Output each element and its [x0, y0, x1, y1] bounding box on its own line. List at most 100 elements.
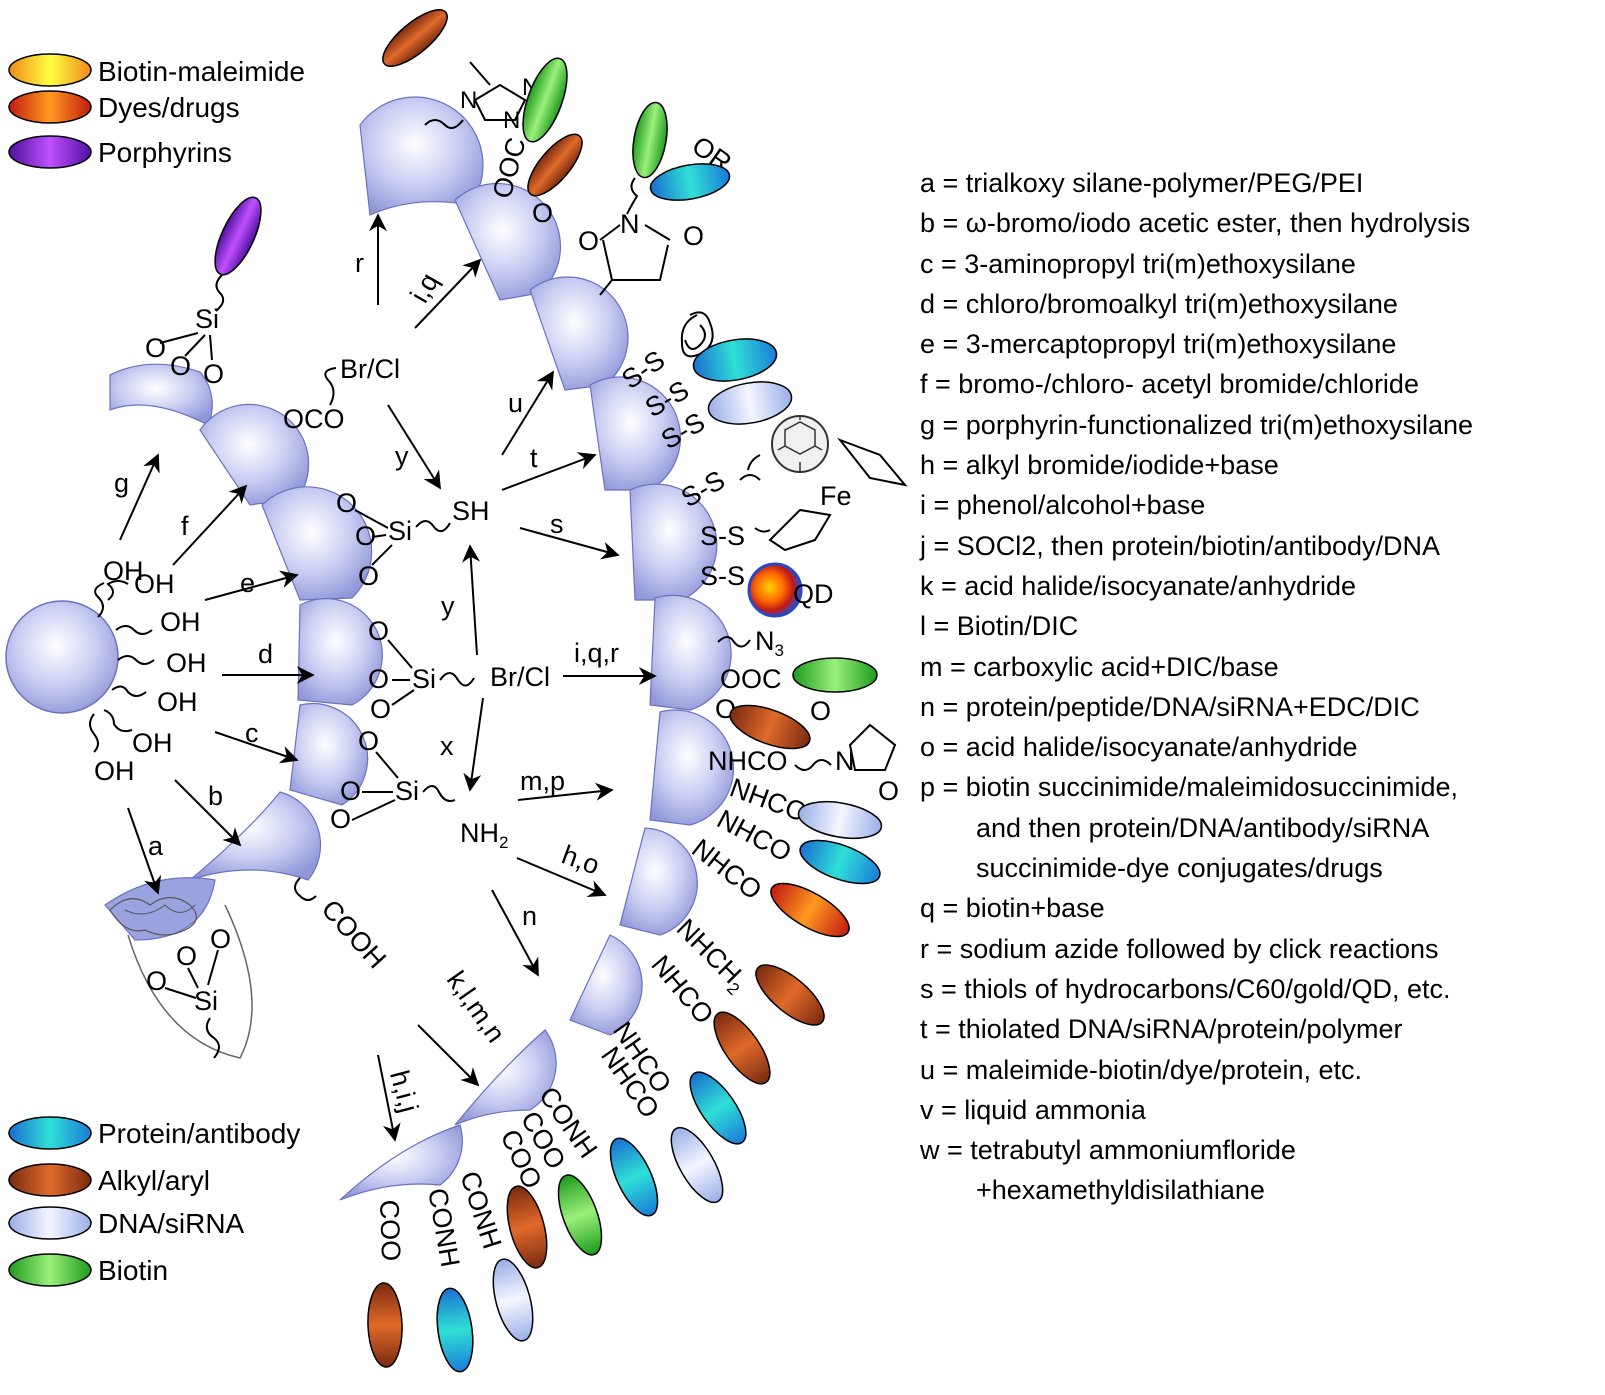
- arrow-label-n: n: [522, 901, 537, 931]
- arrow-label-a: a: [148, 831, 164, 861]
- reagent-b: b = ω-bromo/iodo acetic ester, then hydr…: [920, 208, 1471, 239]
- reagent-e: e = 3-mercaptopropyl tri(m)ethoxysilane: [920, 329, 1397, 360]
- arrow-label-g: g: [114, 468, 129, 498]
- o-atom: O: [370, 694, 391, 724]
- reagent-p-cont: and then protein/DNA/antibody/siRNA: [976, 812, 1430, 843]
- o-atom: O: [878, 776, 899, 806]
- inner-shell: [104, 363, 383, 1059]
- reagent-w: w = tetrabutyl ammoniumfloride: [920, 1135, 1296, 1166]
- reagent-u: u = maleimide-biotin/dye/protein, etc.: [920, 1054, 1362, 1085]
- dye-tag: [770, 882, 850, 938]
- sh-group: SH: [452, 496, 490, 526]
- arrow-label-u: u: [508, 388, 523, 418]
- reagent-i: i = phenol/alcohol+base: [920, 490, 1206, 521]
- conh-group: CONH: [422, 1186, 465, 1270]
- n-atom: N: [835, 746, 855, 776]
- arrow-label-y: y: [441, 591, 455, 621]
- protein-tag: [692, 338, 778, 382]
- reagent-l: l = Biotin/DIC: [920, 611, 1079, 642]
- o-atom: O: [170, 351, 191, 381]
- reagent-q: q = biotin+base: [920, 893, 1105, 924]
- alkyl-tag: [729, 704, 811, 750]
- biotin-tag: [632, 101, 668, 179]
- reagent-s: s = thiols of hydrocarbons/C60/gold/QD, …: [920, 973, 1451, 1004]
- protein-tag: [649, 163, 731, 201]
- legend-label: Biotin-maleimide: [98, 56, 305, 87]
- o-atom: O: [578, 226, 599, 256]
- reagent-k: k = acid halide/isocyanate/anhydride: [920, 570, 1357, 601]
- arrow-label-x: x: [440, 731, 454, 761]
- reagent-g: g = porphyrin-functionalized tri(m)ethox…: [920, 409, 1474, 440]
- reagent-h: h = alkyl bromide/iodide+base: [920, 450, 1279, 481]
- arrow-label-ho: h,o: [558, 839, 604, 880]
- legend-swatch-dna: [8, 1206, 92, 1240]
- alkyl-tag: [527, 133, 583, 197]
- reagent-v: v = liquid ammonia: [920, 1094, 1146, 1125]
- reagent-o: o = acid halide/isocyanate/anhydride: [920, 732, 1358, 763]
- si-atom: Si: [194, 986, 218, 1016]
- reagent-m: m = carboxylic acid+DIC/base: [920, 651, 1279, 682]
- nh2-group: NH2: [460, 818, 508, 852]
- arrow-label-iqr: i,q,r: [574, 638, 619, 668]
- o-atom: O: [340, 776, 361, 806]
- protein-tag: [799, 839, 881, 885]
- o-atom: O: [358, 561, 379, 591]
- porphyrin-tag: [214, 196, 262, 276]
- o-atom: O: [368, 616, 389, 646]
- protein-tag: [689, 1071, 747, 1145]
- o-atom: O: [532, 198, 553, 228]
- legend-swatch-biotin: [8, 1253, 92, 1287]
- legend-label: DNA/siRNA: [98, 1208, 245, 1239]
- legend-label: Protein/antibody: [98, 1118, 300, 1149]
- quantum-dot: [747, 562, 803, 618]
- legend-label: Dyes/drugs: [98, 92, 240, 123]
- legend-swatch-porphyrins: [8, 135, 92, 169]
- oco-group: OCO: [283, 404, 345, 434]
- reagent-w-cont: +hexamethyldisilathiane: [976, 1175, 1265, 1206]
- n3-group: N3: [755, 626, 784, 660]
- arrow-label-t: t: [530, 443, 538, 473]
- reagent-p-cont: succinimide-dye conjugates/drugs: [976, 853, 1383, 884]
- dna-tag: [797, 800, 883, 840]
- legend-label: Biotin: [98, 1255, 168, 1286]
- o-atom: O: [203, 359, 224, 389]
- reagent-n: n = protein/peptide/DNA/siRNA+EDC/DIC: [920, 691, 1420, 722]
- dna-tag: [670, 1126, 724, 1204]
- reagent-j: j = SOCl2, then protein/biotin/antibody/…: [920, 530, 1441, 561]
- arrow-label-d: d: [258, 639, 273, 669]
- arrow-label-r: r: [355, 248, 364, 278]
- nhco-group: NHCO: [708, 746, 788, 776]
- legend-swatch-dyes-drugs: [8, 90, 92, 124]
- qd-label: QD: [793, 579, 834, 609]
- legend-label: Porphyrins: [98, 137, 232, 168]
- alkyl-tag: [367, 1282, 403, 1368]
- oh-group: OH: [166, 648, 207, 678]
- o-atom: O: [176, 941, 197, 971]
- protein-tag: [609, 1137, 659, 1217]
- reagent-a: a = trialkoxy silane-polymer/PEG/PEI: [920, 168, 1364, 198]
- o-atom: O: [810, 696, 831, 726]
- n-atom: N: [460, 87, 477, 114]
- alkyl-tag: [755, 964, 825, 1026]
- legend-label: Alkyl/aryl: [98, 1165, 210, 1196]
- n-atom: N: [503, 107, 520, 134]
- alkyl-tag: [382, 9, 448, 67]
- legend-top: Biotin-maleimide Dyes/drugs Porphyrins: [8, 53, 305, 169]
- fe-atom: Fe: [820, 481, 852, 511]
- o-atom: O: [336, 488, 357, 518]
- protein-tag: [436, 1287, 474, 1373]
- biotin-tag: [522, 57, 568, 143]
- reagent-f: f = bromo-/chloro- acetyl bromide/chlori…: [920, 369, 1419, 400]
- brcl-group: Br/Cl: [340, 354, 400, 384]
- reagent-p: p = biotin succinimide/maleimidosuccinim…: [920, 772, 1458, 803]
- dna-tag: [492, 1258, 534, 1342]
- si-atom: Si: [195, 304, 219, 334]
- arrow-label-e: e: [240, 568, 255, 598]
- arrow-label-hij: h,i,j: [384, 1067, 424, 1115]
- biotin-tag: [792, 657, 878, 693]
- arrow-label-klmn: k,l,m,n: [441, 966, 511, 1048]
- alkyl-tag: [506, 1185, 548, 1269]
- brcl-group: Br/Cl: [490, 662, 550, 692]
- arrow-label-mp: m,p: [520, 766, 565, 796]
